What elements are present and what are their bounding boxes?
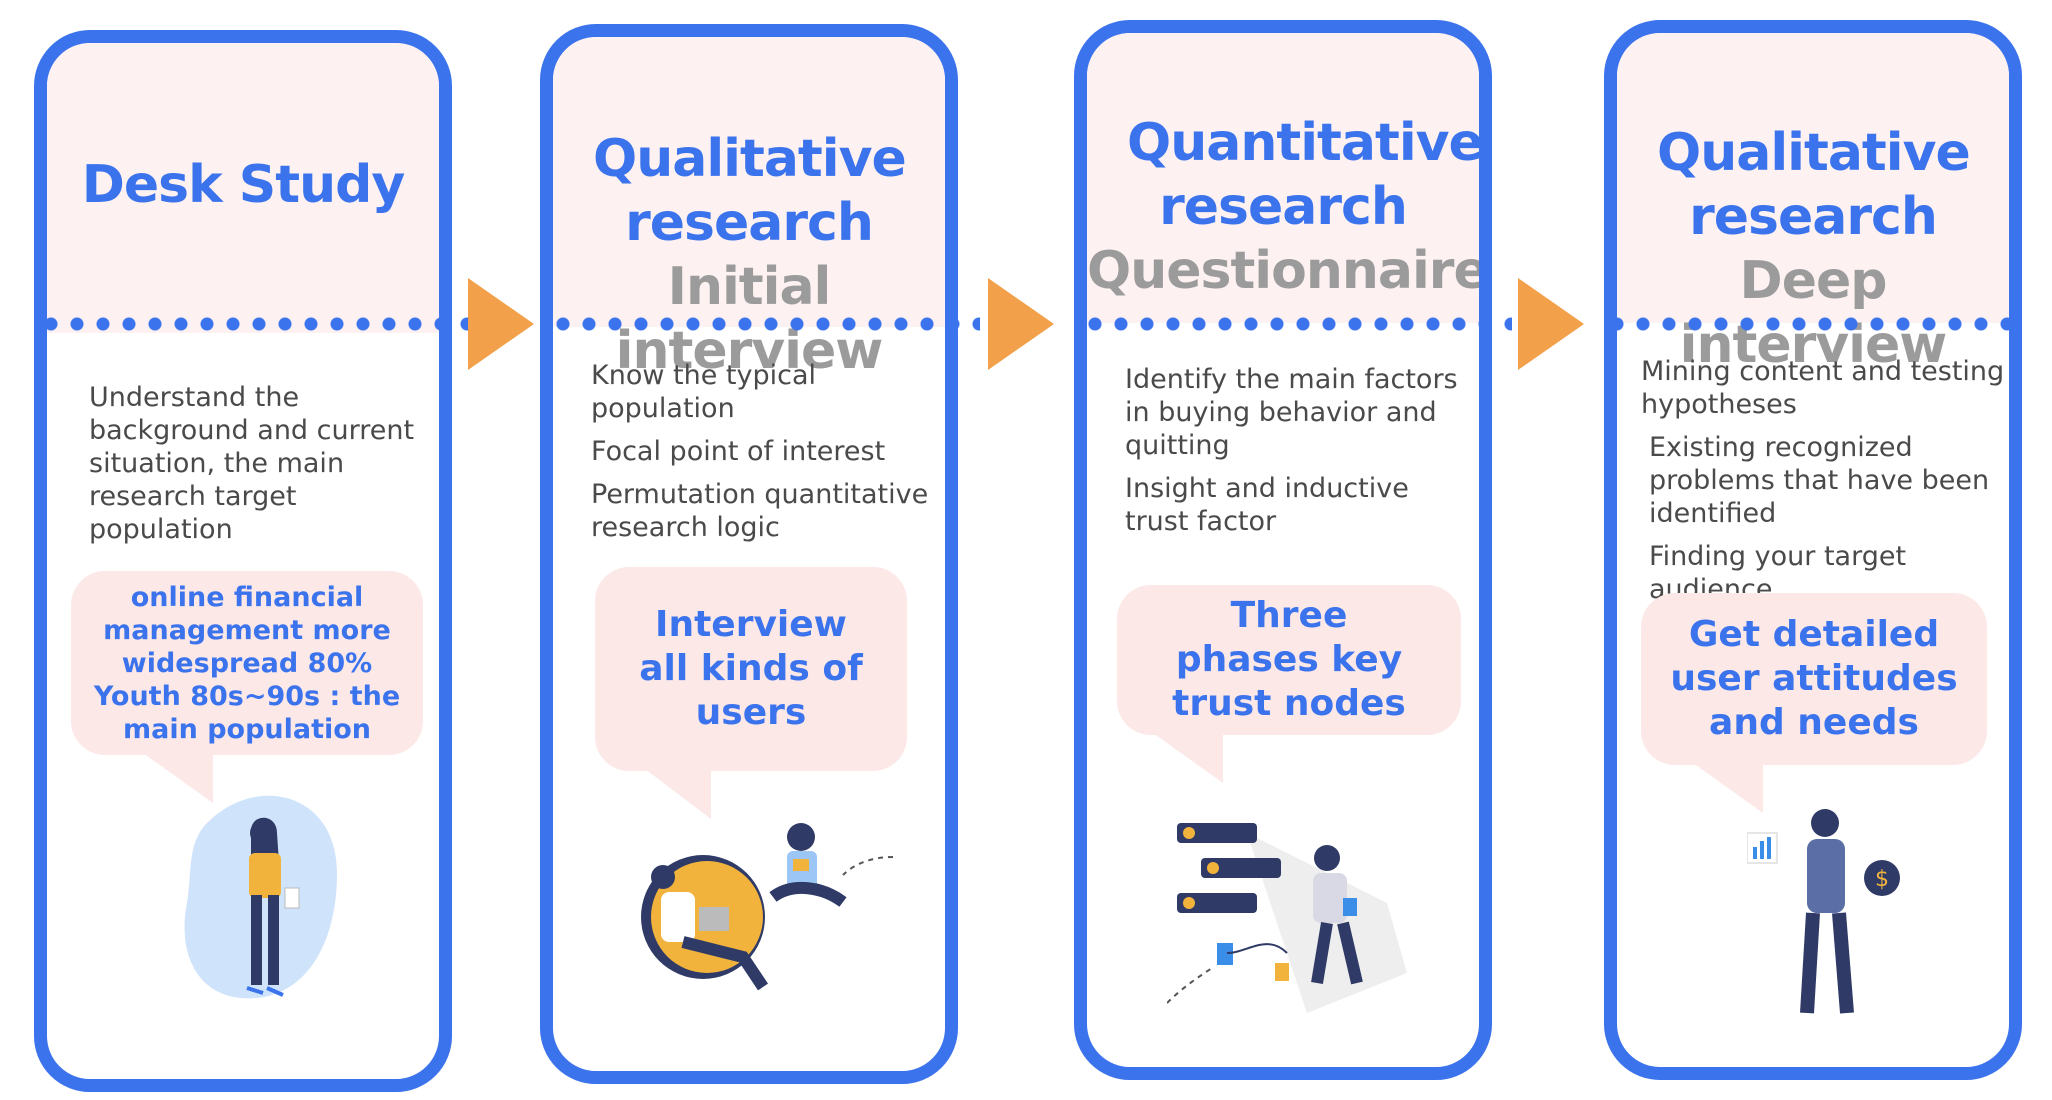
description-item: Know the typical population	[591, 360, 816, 424]
finding-bubble: Get detailed user attitudes and needs	[1641, 593, 1987, 765]
questionnaire-woman-icon	[1167, 823, 1407, 1013]
stage-card-initial-interview: Qualitative research Initial interview K…	[540, 24, 958, 1084]
stage-description: Mining content and testing hypotheses Ex…	[1641, 355, 2009, 616]
timeline-dots	[38, 316, 468, 332]
stage-card-deep-interview: Qualitative research Deep interview Mini…	[1604, 20, 2022, 1080]
stage-subtitle: Questionnaire	[1087, 241, 1488, 301]
stage-title-text: Desk Study	[81, 155, 406, 215]
svg-text:$: $	[1875, 867, 1889, 892]
timeline-dots	[550, 316, 980, 332]
stage-header-panel	[1087, 33, 1479, 323]
bubble-tail	[1153, 733, 1223, 783]
bubble-text: online financial management more widespr…	[93, 581, 401, 745]
stage-title: Quantitative research Questionnaire	[1087, 111, 1479, 303]
bubble-text: Interview all kinds of users	[639, 604, 863, 733]
stage-title: Desk Study	[47, 153, 439, 217]
stage-description: Know the typical population Focal point …	[591, 359, 941, 554]
bubble-text: Get detailed user attitudes and needs	[1670, 614, 1958, 743]
stage-arrow-icon	[1518, 278, 1584, 370]
stage-arrow-icon	[988, 278, 1054, 370]
stage-description: Identify the main factors in buying beha…	[1125, 363, 1475, 548]
stage-header-panel	[47, 43, 439, 333]
stage-description: Understand the background and current si…	[89, 381, 429, 556]
stage-title: Qualitative research Deep interview	[1617, 121, 2009, 377]
bubble-tail	[645, 769, 711, 819]
timeline-dots	[1604, 316, 2024, 332]
stage-header-panel	[1617, 33, 2009, 323]
description-item: Mining content and testing hypotheses	[1641, 356, 2005, 420]
finding-bubble: Interview all kinds of users	[595, 567, 907, 771]
description-item: Permutation quantitative research logic	[591, 479, 929, 543]
bubble-tail	[143, 753, 213, 803]
description-item: Identify the main factors in buying beha…	[1125, 364, 1458, 461]
stage-card-desk-study: Desk Study Understand the background and…	[34, 30, 452, 1092]
description-item: Focal point of interest	[591, 436, 886, 467]
bubble-tail	[1693, 763, 1763, 813]
stage-title-text: Qualitative research	[1657, 123, 1971, 247]
finding-bubble: Three phases key trust nodes	[1117, 585, 1461, 735]
stage-title-text: Qualitative research	[593, 129, 907, 253]
stage-card-questionnaire: Quantitative research Questionnaire Iden…	[1074, 20, 1492, 1080]
description-item: Existing recognized problems that have b…	[1649, 432, 1990, 529]
stage-header-panel	[553, 37, 945, 327]
bubble-text: Three phases key trust nodes	[1172, 595, 1406, 724]
timeline-dots	[1082, 316, 1512, 332]
stage-arrow-icon	[468, 278, 534, 370]
people-interview-icon	[641, 823, 894, 991]
man-with-coin-icon: $	[1747, 809, 1900, 1014]
stage-title-text: Quantitative research	[1127, 113, 1483, 237]
finding-bubble: online financial management more widespr…	[71, 571, 423, 755]
description-item: Insight and inductive trust factor	[1125, 473, 1409, 537]
woman-standing-icon	[184, 795, 337, 999]
stage-title: Qualitative research Initial interview	[553, 127, 945, 383]
description-item: Understand the background and current si…	[89, 382, 415, 545]
